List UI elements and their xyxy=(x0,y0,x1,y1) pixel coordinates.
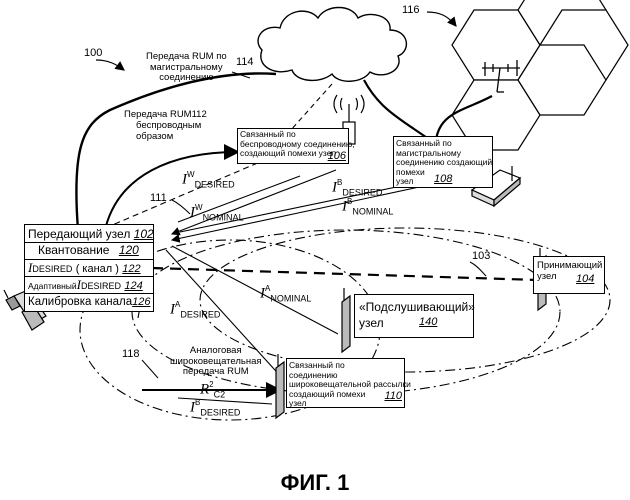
iw-desired-sup: W xyxy=(187,170,195,179)
iw-nominal-sub: NOMINAL xyxy=(203,213,244,223)
transmitter-title-text: Передающий узел xyxy=(28,227,130,241)
symbol-ib-desired-top: IBDESIRED xyxy=(332,178,382,198)
backhaul-rum-label: Передача RUM по магистральному соединени… xyxy=(146,52,227,84)
broadcast-node-box: Связанный по соединению широковещательно… xyxy=(286,358,405,408)
i-desired-ref: 122 xyxy=(122,263,140,275)
adaptive-ref: 124 xyxy=(124,280,142,292)
r-c2-sup: 2 xyxy=(209,380,213,389)
receiver-node-ref: 104 xyxy=(576,273,594,285)
ib-nominal-sub: NOMINAL xyxy=(352,207,393,217)
analog-rum-label: Аналоговая широковещательная передача RU… xyxy=(170,346,262,378)
calib-ref: 126 xyxy=(132,296,150,308)
row-calibration: Калибровка канала126 xyxy=(25,293,153,310)
broadcast-node-ref: 110 xyxy=(384,390,402,402)
iw-nominal-sup: W xyxy=(195,203,203,212)
wireless-rum-label-line1: Передача RUM112 xyxy=(124,110,207,121)
transmitter-title-ref: 102 xyxy=(134,227,154,241)
ref-111: 111 xyxy=(150,192,167,204)
iw-desired-sub: DESIRED xyxy=(195,180,235,190)
row-quantization: Квантование 120 xyxy=(25,242,153,259)
ib-desired-bottom-sub: DESIRED xyxy=(200,408,240,418)
ia-desired-sup: A xyxy=(175,300,180,309)
adaptive-sub: DESIRED xyxy=(81,281,121,291)
ref-103: 103 xyxy=(472,250,490,262)
transmitter-node-box: Передающий узел 102 Квантование 120 IDES… xyxy=(24,224,154,312)
ref-100: 100 xyxy=(84,47,102,59)
eavesdrop-device-icon xyxy=(342,288,350,352)
i-desired-channel: ( канал ) xyxy=(76,263,119,275)
wireless-rum-label-line2: беспроводным образом xyxy=(136,121,201,142)
ref-118: 118 xyxy=(122,348,140,360)
figure-caption: ФИГ. 1 xyxy=(0,470,630,496)
i-desired-sub: DESIRED xyxy=(32,264,72,274)
calib-label: Калибровка канала xyxy=(28,296,132,308)
quant-ref: 120 xyxy=(119,243,139,257)
cell-hexagons xyxy=(452,0,628,150)
ib-nominal-sup: B xyxy=(347,197,352,206)
symbol-ib-desired-bottom: IBDESIRED xyxy=(190,398,240,418)
ib-desired-bottom-sup: B xyxy=(195,398,200,407)
ref-116: 116 xyxy=(402,4,420,16)
ia-nominal-sub: NOMINAL xyxy=(270,294,311,304)
symbol-iw-desired: IWDESIRED xyxy=(182,170,235,190)
wireless-node-box: Связанный по беспроводному соединению, с… xyxy=(237,128,349,164)
ia-nominal-sup: A xyxy=(265,284,270,293)
symbol-r-c2: R2C2 xyxy=(200,380,225,400)
receiver-node-box: Принимающий узел 104 xyxy=(533,256,605,294)
adaptive-label: Адаптивный xyxy=(28,281,77,291)
ib-desired-top-sup: B xyxy=(337,178,342,187)
symbol-ia-desired: IADESIRED xyxy=(170,300,220,320)
network-cloud xyxy=(258,8,406,82)
backhaul-node-ref: 108 xyxy=(434,173,452,185)
ia-desired-sub: DESIRED xyxy=(180,310,220,320)
eavesdrop-node-box: «Подслушивающий» узел 140 xyxy=(354,294,474,338)
symbol-ib-nominal: IBNOMINAL xyxy=(342,197,393,217)
row-i-desired: IDESIRED ( канал ) 122 xyxy=(25,259,153,276)
broadcast-device-icon xyxy=(276,354,284,418)
symbol-iw-nominal: IWNOMINAL xyxy=(190,203,244,223)
wireless-node-ref: 106 xyxy=(328,150,346,162)
symbol-ia-nominal: IANOMINAL xyxy=(260,284,311,304)
transmitter-title: Передающий узел 102 xyxy=(28,227,154,241)
quant-label: Квантование xyxy=(38,243,109,257)
ref-114: 114 xyxy=(236,56,254,68)
r-c2-main: R xyxy=(200,381,209,397)
backhaul-node-box: Связанный по магистральному соединению с… xyxy=(393,136,493,188)
row-adaptive: АдаптивныйIDESIRED 124 xyxy=(25,276,153,293)
eavesdrop-node-label: «Подслушивающий» узел xyxy=(359,299,475,331)
eavesdrop-node-ref: 140 xyxy=(419,316,437,328)
